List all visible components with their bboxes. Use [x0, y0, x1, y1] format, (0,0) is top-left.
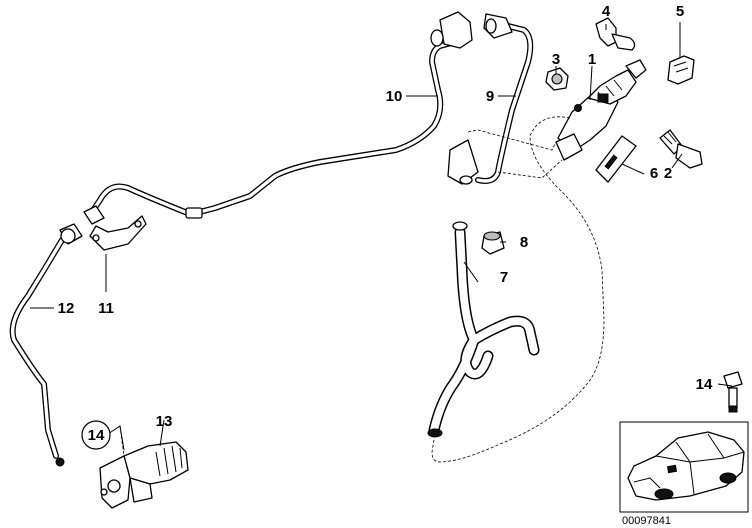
- callout-7: 7: [500, 269, 508, 286]
- callout-11: 11: [98, 300, 114, 317]
- car-icon: [627, 431, 745, 501]
- callout-3: 3: [552, 51, 560, 68]
- callout-5: 5: [676, 3, 684, 20]
- callout-14-circle: [81, 420, 111, 450]
- callout-14: 14: [696, 376, 713, 393]
- dashed-reference-lines: [119, 116, 605, 463]
- nut-3: [545, 67, 569, 91]
- plate-6: [595, 135, 637, 183]
- callout-9: 9: [486, 88, 494, 105]
- top-fitting: [430, 11, 513, 49]
- bolt-14: [723, 371, 743, 413]
- callout-2: 2: [664, 165, 672, 182]
- callout-8: 8: [520, 234, 528, 251]
- slave-cylinder-13: [55, 441, 189, 509]
- clevis-4: [595, 17, 636, 51]
- pipe-9: [475, 21, 534, 184]
- bolt-2: [659, 129, 703, 169]
- pipe-10-12: [9, 37, 465, 459]
- callout-6: 6: [650, 165, 658, 182]
- callout-14-circled: 14: [88, 427, 105, 444]
- reference-number: 00097841: [622, 515, 671, 527]
- callout-4: 4: [602, 3, 611, 20]
- callout-10: 10: [386, 88, 403, 105]
- bracket-11: [89, 215, 147, 251]
- callout-1: 1: [588, 51, 596, 68]
- pipe-9-fitting: [447, 139, 479, 185]
- leader-lines: [30, 22, 733, 451]
- pipe-coupling-left: [59, 205, 203, 245]
- callout-13: 13: [156, 413, 173, 430]
- clip-5: [667, 55, 695, 85]
- cap-8: [481, 231, 505, 255]
- hose-7: [427, 221, 540, 438]
- callout-12: 12: [58, 300, 75, 317]
- master-cylinder-1: [555, 59, 647, 161]
- vehicle-inset: [619, 421, 749, 513]
- callout-labels: 1 2 3 4 5 6 7 8 9 10 11 12 13 14 14: [58, 3, 713, 450]
